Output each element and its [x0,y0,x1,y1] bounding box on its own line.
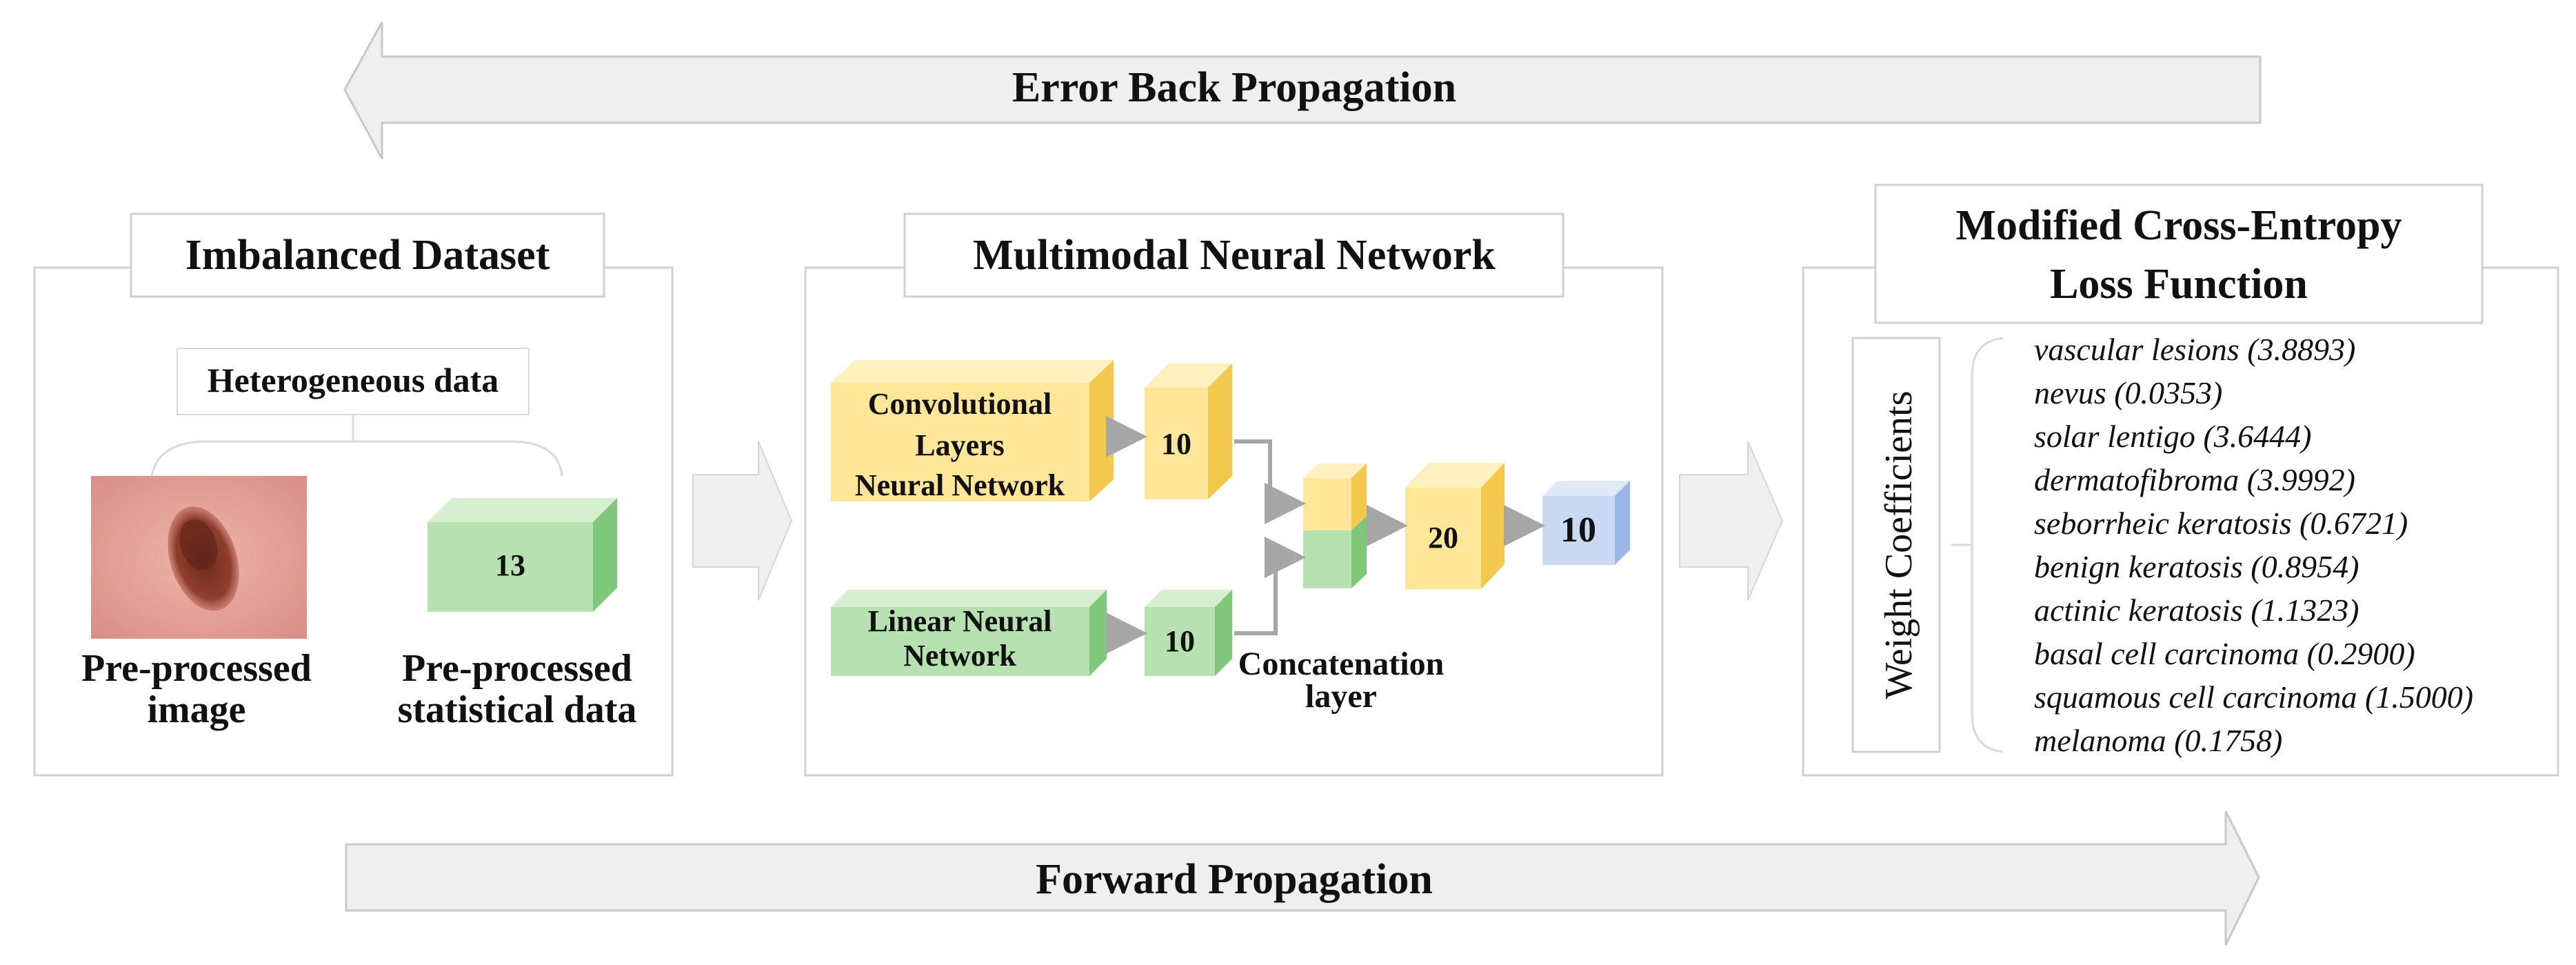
heterogeneous-label: Heterogeneous data [208,361,499,399]
weight-item: seborrheic keratosis (0.6721) [2034,506,2408,541]
concat-label-line2: layer [1305,678,1377,715]
network-title: Multimodal Neural Network [973,232,1496,279]
heterogeneous-bracket [150,415,563,477]
weight-item: benign keratosis (0.8954) [2034,549,2359,584]
output-layer-block [1542,481,1630,565]
conv-output-block [1145,364,1232,499]
multimodal-network-panel: Multimodal Neural Network Convolutional … [804,212,1664,777]
back-propagation-label: Error Back Propagation [1012,64,1456,111]
weights-bracket [1951,337,2004,753]
loss-function-panel: Modified Cross-Entropy Loss Function Wei… [1802,183,2559,777]
forward-arrow-shape [345,810,2260,946]
weight-item: basal cell carcinoma (0.2900) [2034,636,2415,671]
linear-out-to-concat-arrow [1234,537,1306,635]
weight-item: nevus (0.0353) [2034,375,2222,410]
connector-arrow-2 [1679,441,1784,601]
weights-label: Weight Coefficients [1878,390,1920,699]
stat-caption-line2: statistical data [398,688,637,731]
weights-label-box [1851,337,1941,753]
linear-label-line1: Linear Neural [868,604,1052,638]
image-caption-line1: Pre-processed [81,647,312,690]
hidden-layer-value: 20 [1428,521,1458,555]
linear-network-block [831,590,1107,676]
linear-label-line2: Network [903,639,1016,673]
weight-item: actinic keratosis (1.1323) [2034,593,2359,628]
conv-label-line1: Convolutional [868,387,1052,421]
loss-title-line1: Modified Cross-Entropy [1955,202,2402,249]
hidden-layer-block [1405,463,1505,589]
weight-item: melanoma (0.1758) [2034,723,2282,758]
weight-item: dermatofibroma (3.9992) [2034,462,2355,497]
concat-label-line1: Concatenation [1238,646,1445,682]
loss-title-box [1874,183,2484,324]
stat-cube-value: 13 [495,548,525,582]
linear-output-block [1145,590,1232,676]
conv-network-block [831,360,1114,501]
weight-item: vascular lesions (3.8893) [2034,332,2355,367]
dataset-title: Imbalanced Dataset [185,232,550,279]
error-back-propagation-arrow: Error Back Propagation [343,21,2262,159]
weights-list: vascular lesions (3.8893) nevus (0.0353)… [2034,332,2473,758]
network-title-box [903,212,1564,298]
output-layer-value: 10 [1560,510,1596,550]
back-arrow-shape [343,21,2262,159]
network-panel-frame [804,266,1664,777]
forward-propagation-label: Forward Propagation [1036,856,1433,903]
weight-item: solar lentigo (3.6444) [2034,419,2311,454]
imbalanced-dataset-panel: Imbalanced Dataset Heterogeneous data Pr… [33,212,674,777]
conv-output-value: 10 [1161,427,1191,461]
network-connectors [1106,416,1545,654]
connector-arrow-1 [692,441,793,601]
heterogeneous-box [177,348,530,415]
forward-propagation-arrow: Forward Propagation [345,810,2260,946]
image-caption-line2: image [147,688,245,731]
concatenation-block [1303,464,1367,588]
dataset-title-box [130,212,605,298]
weight-item: squamous cell carcinoma (1.5000) [2034,679,2473,715]
conv-label-line2: Layers [915,428,1005,462]
conv-out-to-concat-arrow [1234,439,1306,524]
statistical-data-cube [427,498,617,612]
skin-lesion-image [91,476,307,639]
linear-output-value: 10 [1165,624,1195,658]
loss-title-line2: Loss Function [2050,261,2308,308]
conv-label-line3: Neural Network [855,468,1065,502]
stat-caption-line1: Pre-processed [402,647,632,690]
